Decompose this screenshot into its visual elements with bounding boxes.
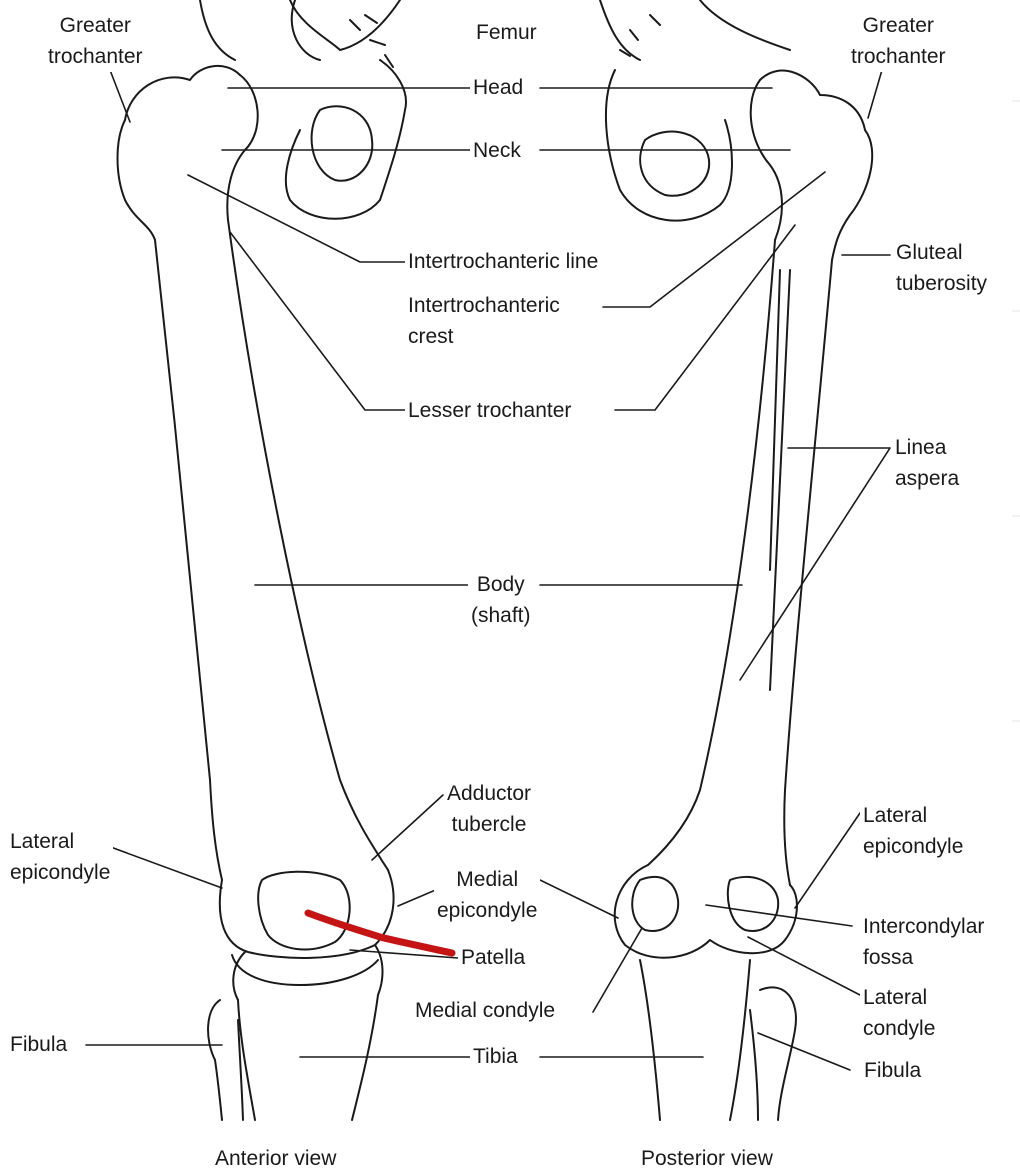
label-body-shaft: Body (shaft) bbox=[468, 569, 534, 631]
page-edge-mark bbox=[1012, 100, 1020, 102]
label-line: (shaft) bbox=[471, 604, 531, 627]
label-lateral-epicondyle-left: Lateral epicondyle bbox=[7, 826, 114, 888]
label-line: epicondyle bbox=[10, 861, 111, 884]
label-line: Intertrochanteric bbox=[408, 294, 560, 317]
label-medial-epicondyle: Medial epicondyle bbox=[434, 864, 541, 926]
label-gluteal-tuberosity: Gluteal tuberosity bbox=[893, 237, 991, 299]
label-lesser-trochanter: Lesser trochanter bbox=[405, 395, 575, 426]
label-head: Head bbox=[470, 72, 527, 103]
label-medial-condyle: Medial condyle bbox=[412, 995, 559, 1026]
label-fibula-left: Fibula bbox=[7, 1029, 71, 1060]
label-fibula-right: Fibula bbox=[861, 1055, 925, 1086]
page-edge-mark bbox=[1012, 310, 1020, 312]
label-lateral-condyle: Lateral condyle bbox=[860, 982, 939, 1044]
anterior-femur bbox=[116, 64, 395, 1121]
label-adductor-tubercle: Adductor tubercle bbox=[444, 778, 535, 840]
label-line: Lateral bbox=[863, 986, 928, 1009]
label-line: tuberosity bbox=[896, 272, 988, 295]
diagram-title: Femur bbox=[473, 17, 540, 48]
label-line: trochanter bbox=[48, 45, 143, 68]
label-line: Lateral bbox=[863, 804, 928, 827]
label-intercondylar-fossa: Intercondylar fossa bbox=[860, 911, 988, 973]
caption-anterior-view: Anterior view bbox=[212, 1143, 340, 1174]
page-edge-mark bbox=[1012, 515, 1020, 517]
pelvis-fragment-left bbox=[199, 0, 407, 220]
red-annotation-mark bbox=[304, 909, 456, 957]
label-patella: Patella bbox=[458, 942, 529, 973]
label-tibia: Tibia bbox=[470, 1041, 521, 1072]
label-line: epicondyle bbox=[437, 899, 538, 922]
caption-posterior-view: Posterior view bbox=[638, 1143, 776, 1174]
posterior-femur bbox=[613, 69, 874, 1121]
label-line: Medial bbox=[456, 868, 519, 891]
label-line: Adductor bbox=[447, 782, 532, 805]
label-line: epicondyle bbox=[863, 835, 964, 858]
label-intertrochanteric-line: Intertrochanteric line bbox=[405, 246, 602, 277]
label-line: condyle bbox=[863, 1017, 936, 1040]
label-greater-trochanter-right: Greater trochanter bbox=[848, 10, 949, 72]
label-lateral-epicondyle-right: Lateral epicondyle bbox=[860, 800, 967, 862]
label-line: aspera bbox=[895, 467, 960, 490]
label-line: crest bbox=[408, 325, 454, 348]
label-neck: Neck bbox=[470, 135, 524, 166]
label-line: trochanter bbox=[851, 45, 946, 68]
label-line: Linea bbox=[895, 436, 947, 459]
pelvis-fragment-right bbox=[599, 0, 791, 222]
label-linea-aspera: Linea aspera bbox=[892, 432, 963, 494]
label-intertrochanteric-crest: Intertrochanteric crest bbox=[405, 290, 563, 352]
label-line: Gluteal bbox=[896, 241, 963, 264]
label-line: Greater bbox=[59, 14, 131, 37]
label-line: Lateral bbox=[10, 830, 75, 853]
label-greater-trochanter-left: Greater trochanter bbox=[45, 10, 146, 72]
label-line: Body bbox=[476, 573, 525, 596]
leader-lines bbox=[85, 69, 891, 1071]
label-line: Greater bbox=[862, 14, 934, 37]
page-edge-mark bbox=[1012, 720, 1020, 722]
label-line: fossa bbox=[863, 946, 914, 969]
label-line: Intercondylar bbox=[863, 915, 985, 938]
label-line: tubercle bbox=[451, 813, 527, 836]
